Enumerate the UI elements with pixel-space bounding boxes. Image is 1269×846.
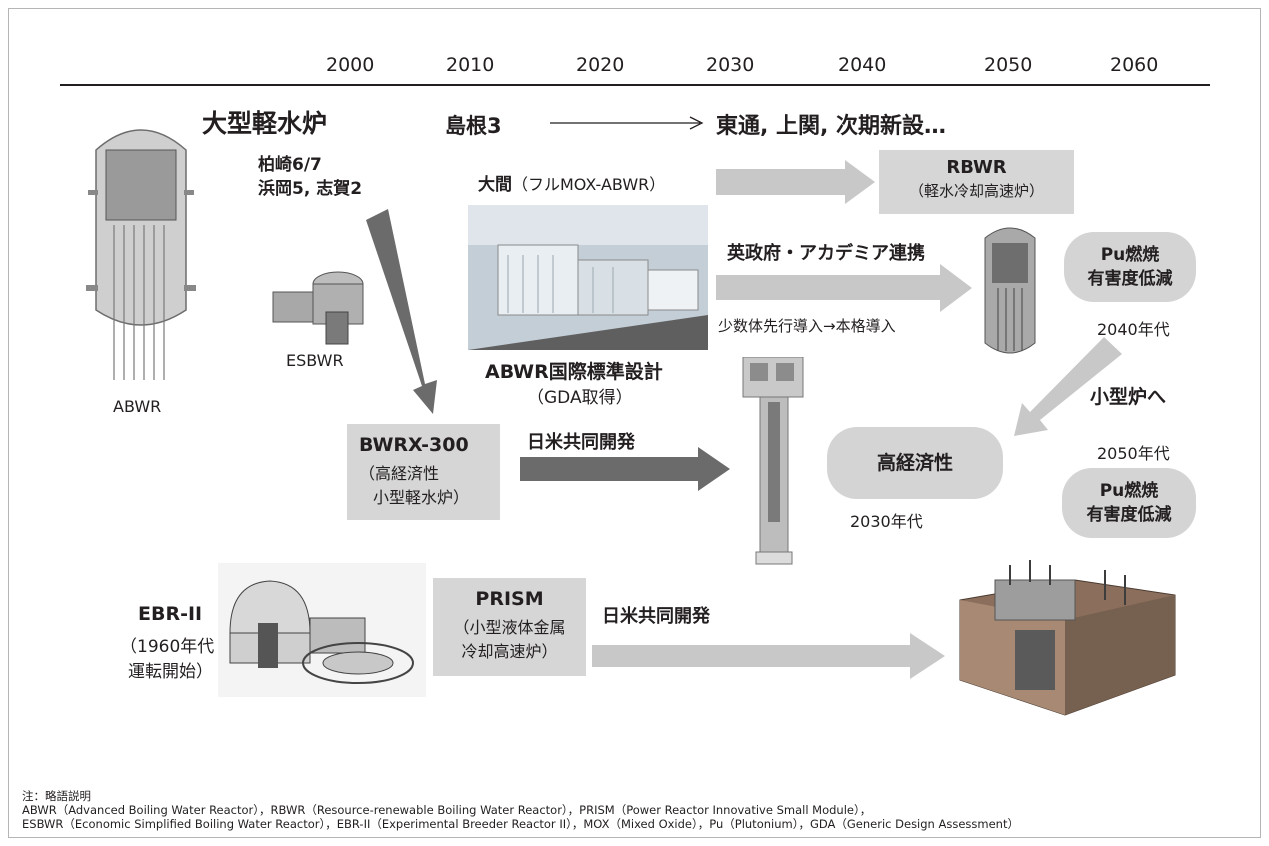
label-joint-2: 日米共同開発 — [602, 606, 710, 627]
label-ebr-sub2: 運転開始） — [128, 662, 213, 682]
pill-pu-1: Pu燃焼 有害度低減 — [1064, 232, 1196, 302]
pill-pu-2: Pu燃焼 有害度低減 — [1062, 468, 1196, 538]
abwr-reactor-image — [86, 129, 196, 380]
esbwr-image — [272, 271, 364, 345]
figure-frame — [8, 8, 1261, 838]
year-2040: 2040 — [838, 54, 887, 76]
bwrx-reactor-image — [742, 357, 804, 565]
arrow-oma-rbwr — [716, 160, 875, 204]
label-oma: 大間（フルMOX-ABWR） — [478, 170, 665, 195]
ebr-image — [218, 563, 426, 697]
label-oma-sub: （フルMOX-ABWR） — [512, 175, 666, 194]
box-rbwr-title: RBWR — [946, 157, 1007, 178]
timeline-axis — [60, 84, 1210, 86]
year-2030: 2030 — [706, 54, 755, 76]
box-bwrx-sub1: （高経済性 — [359, 464, 440, 483]
notes-line-1: ABWR（Advanced Boiling Water Reactor），RBW… — [22, 803, 872, 817]
label-ebr-sub1: （1960年代 — [120, 637, 215, 657]
rbwr-reactor-image — [984, 227, 1036, 354]
label-future-sites: 東通, 上関, 次期新設… — [716, 114, 947, 139]
pill-pu-2-date: 2050年代 — [1097, 444, 1170, 463]
label-kk: 柏崎6/7 — [258, 155, 322, 175]
year-2000: 2000 — [326, 54, 375, 76]
label-abwr: ABWR — [113, 397, 162, 416]
pill-pu-2-line1: Pu燃焼 — [1099, 481, 1159, 501]
box-prism-title: PRISM — [475, 588, 544, 610]
label-ebr: EBR-II — [138, 603, 203, 625]
box-rbwr-sub: （軽水冷却高速炉） — [908, 182, 1044, 200]
box-bwrx: BWRX-300 （高経済性 小型軽水炉） — [347, 424, 500, 520]
pill-pu-1-date: 2040年代 — [1097, 320, 1170, 339]
label-to-small: 小型炉へ — [1090, 386, 1167, 408]
pill-pu-1-line1: Pu燃焼 — [1100, 245, 1160, 265]
pill-econ: 高経済性 — [827, 427, 1003, 499]
pill-econ-date: 2030年代 — [850, 512, 923, 531]
label-gda: （GDA取得） — [527, 388, 633, 408]
label-oma-bold: 大間 — [478, 175, 512, 195]
label-large-lwr: 大型軽水炉 — [202, 109, 328, 138]
label-shimane: 島根3 — [445, 114, 502, 138]
abwr-plant-image — [468, 205, 708, 350]
thin-arrow — [550, 116, 704, 130]
box-prism-sub1: （小型液体金属 — [453, 618, 566, 637]
box-rbwr: RBWR （軽水冷却高速炉） — [879, 150, 1074, 214]
pool-reactor-image — [959, 560, 1176, 716]
box-bwrx-title: BWRX-300 — [359, 434, 469, 456]
pill-econ-label: 高経済性 — [876, 452, 953, 474]
pill-pu-2-line2: 有害度低減 — [1086, 505, 1172, 525]
box-prism-sub2: 冷却高速炉） — [461, 642, 558, 661]
pill-pu-1-line2: 有害度低減 — [1087, 269, 1173, 289]
label-phased: 少数体先行導入→本格導入 — [718, 317, 896, 335]
label-esbwr: ESBWR — [286, 351, 344, 370]
label-abwr-std: ABWR国際標準設計 — [485, 361, 663, 383]
arrow-rbwr-small — [1014, 337, 1122, 436]
year-2010: 2010 — [446, 54, 495, 76]
box-prism: PRISM （小型液体金属 冷却高速炉） — [433, 578, 586, 676]
arrow-bwrx-joint — [520, 447, 730, 491]
year-2050: 2050 — [984, 54, 1033, 76]
arrow-kk-bwrx — [366, 209, 437, 414]
label-hamaoka: 浜岡5, 志賀2 — [258, 179, 363, 199]
arrow-prism-joint — [592, 633, 945, 679]
year-2020: 2020 — [576, 54, 625, 76]
year-2060: 2060 — [1110, 54, 1159, 76]
box-bwrx-sub2: 小型軽水炉） — [373, 488, 470, 507]
notes-heading: 注：略語説明 — [22, 789, 91, 803]
arrow-abwr-rbwr — [716, 264, 972, 312]
notes-line-2: ESBWR（Economic Simplified Boiling Water … — [22, 817, 1019, 831]
label-uk-academia: 英政府・アカデミア連携 — [727, 243, 925, 264]
label-joint-1: 日米共同開発 — [527, 432, 635, 453]
